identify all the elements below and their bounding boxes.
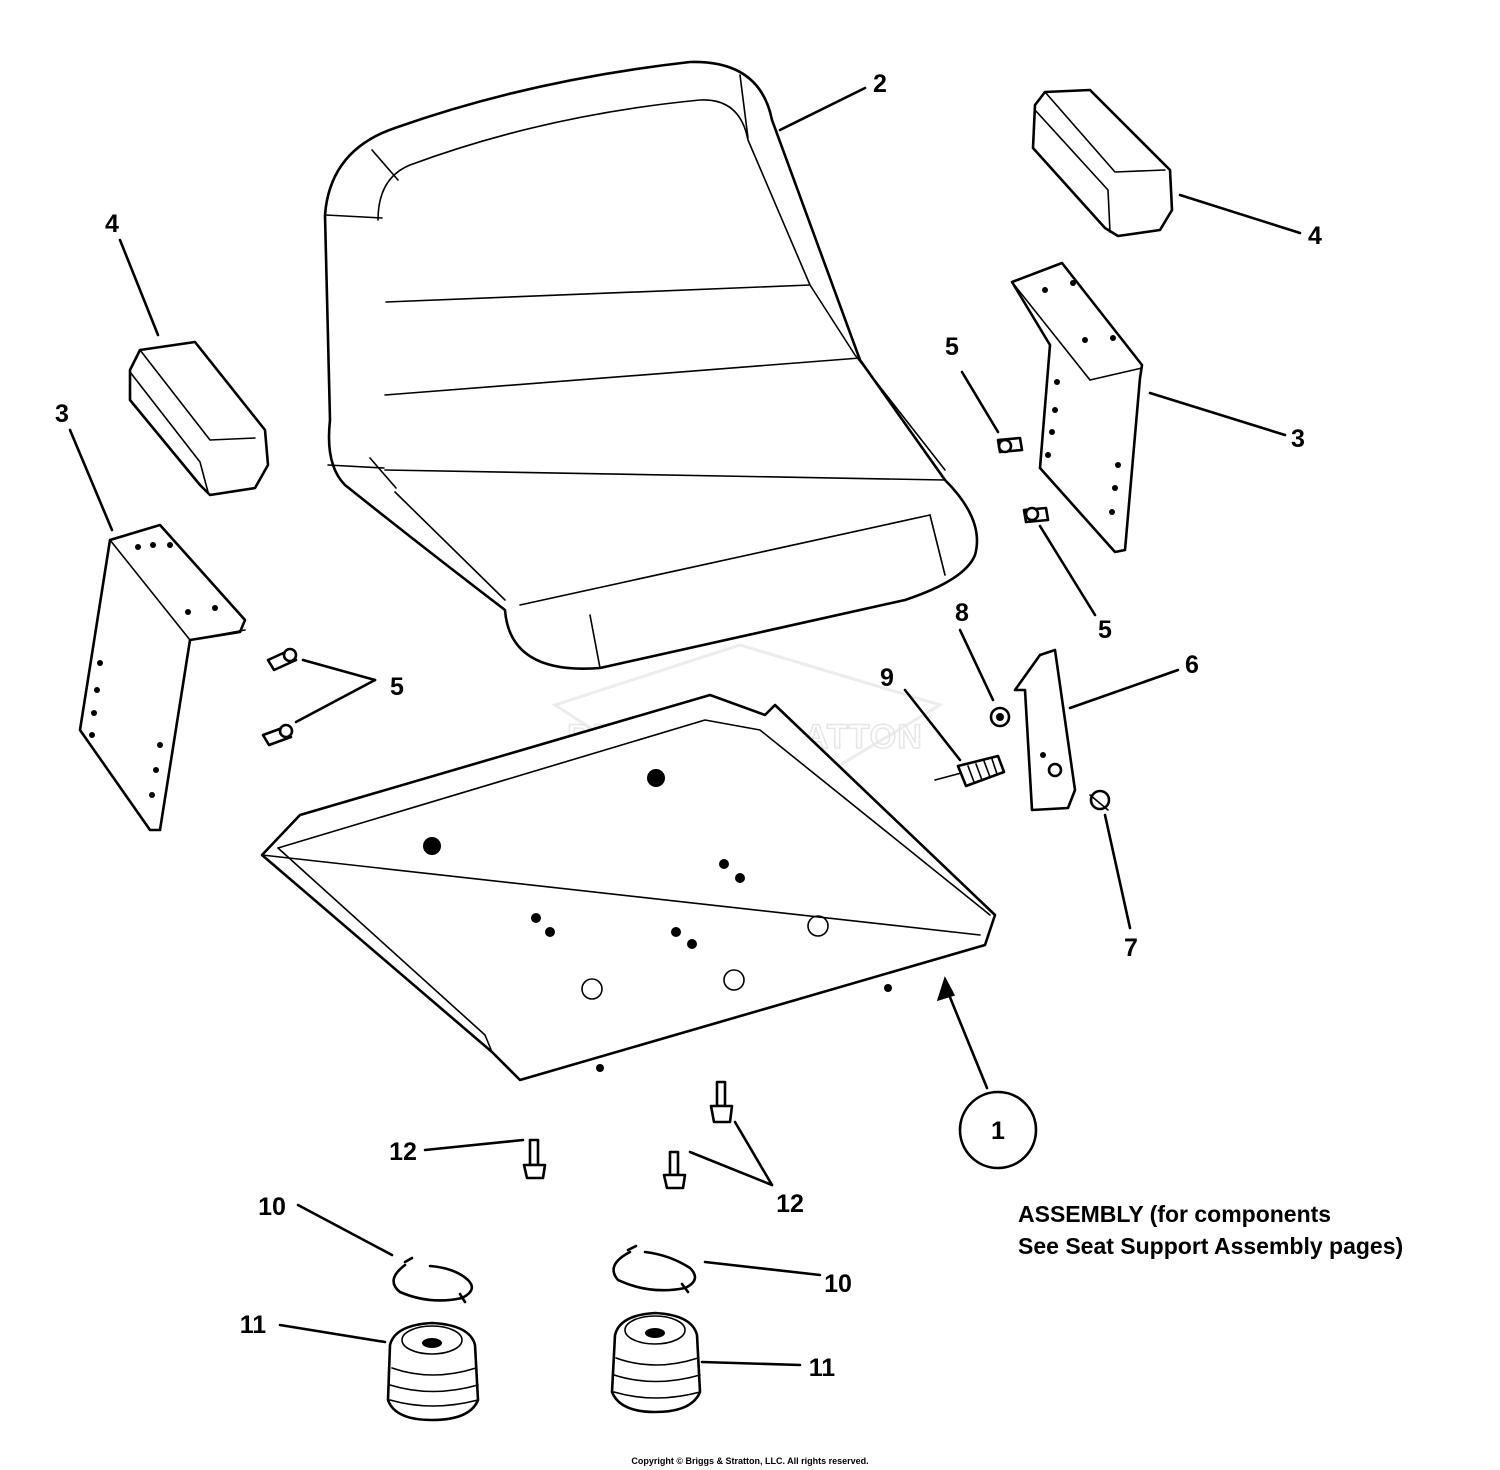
callout-3-right: 3 bbox=[1291, 425, 1305, 453]
callout-5-right-bottom: 5 bbox=[1098, 616, 1112, 644]
callout-11-right: 11 bbox=[809, 1354, 836, 1382]
bolt-right-upper bbox=[996, 436, 1024, 454]
ring-10-right bbox=[612, 1244, 697, 1294]
callout-2: 2 bbox=[873, 70, 887, 98]
callout-12-left: 12 bbox=[389, 1138, 417, 1166]
callout-3-left: 3 bbox=[55, 400, 69, 428]
callout-1-circle bbox=[958, 1090, 1038, 1170]
callout-4-right: 4 bbox=[1308, 222, 1322, 250]
latch-plate bbox=[1013, 648, 1077, 812]
arm-bracket-right bbox=[1010, 261, 1144, 554]
seat-pan-part bbox=[260, 693, 997, 1082]
screw-12-left bbox=[522, 1138, 547, 1180]
callout-12-right: 12 bbox=[776, 1190, 804, 1218]
callout-8: 8 bbox=[955, 599, 969, 627]
bolt-right-lower bbox=[1022, 506, 1050, 524]
callout-1: 1 bbox=[991, 1117, 1005, 1145]
spring-part-9 bbox=[934, 754, 1006, 788]
bolt-left-lower bbox=[261, 723, 294, 747]
bolt-left-upper bbox=[266, 647, 298, 672]
callout-5-left: 5 bbox=[390, 673, 404, 701]
armrest-pad-right bbox=[1031, 88, 1174, 238]
arm-bracket-left bbox=[78, 523, 247, 832]
callout-5-right-top: 5 bbox=[945, 333, 959, 361]
callout-4-left: 4 bbox=[105, 210, 119, 238]
callout-10-right: 10 bbox=[824, 1270, 852, 1298]
armrest-pad-left bbox=[128, 340, 270, 497]
screw-12-top bbox=[709, 1080, 734, 1124]
isolator-11-left bbox=[386, 1321, 480, 1422]
assembly-note-line-2: See Seat Support Assembly pages) bbox=[1018, 1233, 1403, 1259]
nut-part-8 bbox=[989, 706, 1011, 728]
screw-12-mid bbox=[662, 1150, 687, 1190]
callout-7: 7 bbox=[1124, 934, 1138, 962]
callout-11-left: 11 bbox=[240, 1311, 267, 1339]
callout-9: 9 bbox=[880, 664, 894, 692]
ring-10-left bbox=[392, 1256, 474, 1304]
copyright-text: Copyright © Briggs & Stratton, LLC. All … bbox=[631, 1456, 868, 1466]
leader-lines bbox=[68, 86, 1302, 1367]
callout-10-left: 10 bbox=[258, 1193, 286, 1221]
assembly-note-line-1: ASSEMBLY (for components bbox=[1018, 1201, 1331, 1227]
isolator-11-right bbox=[610, 1311, 702, 1414]
screw-part-7 bbox=[1089, 789, 1111, 811]
seat-part bbox=[323, 60, 979, 670]
callout-6: 6 bbox=[1185, 651, 1199, 679]
